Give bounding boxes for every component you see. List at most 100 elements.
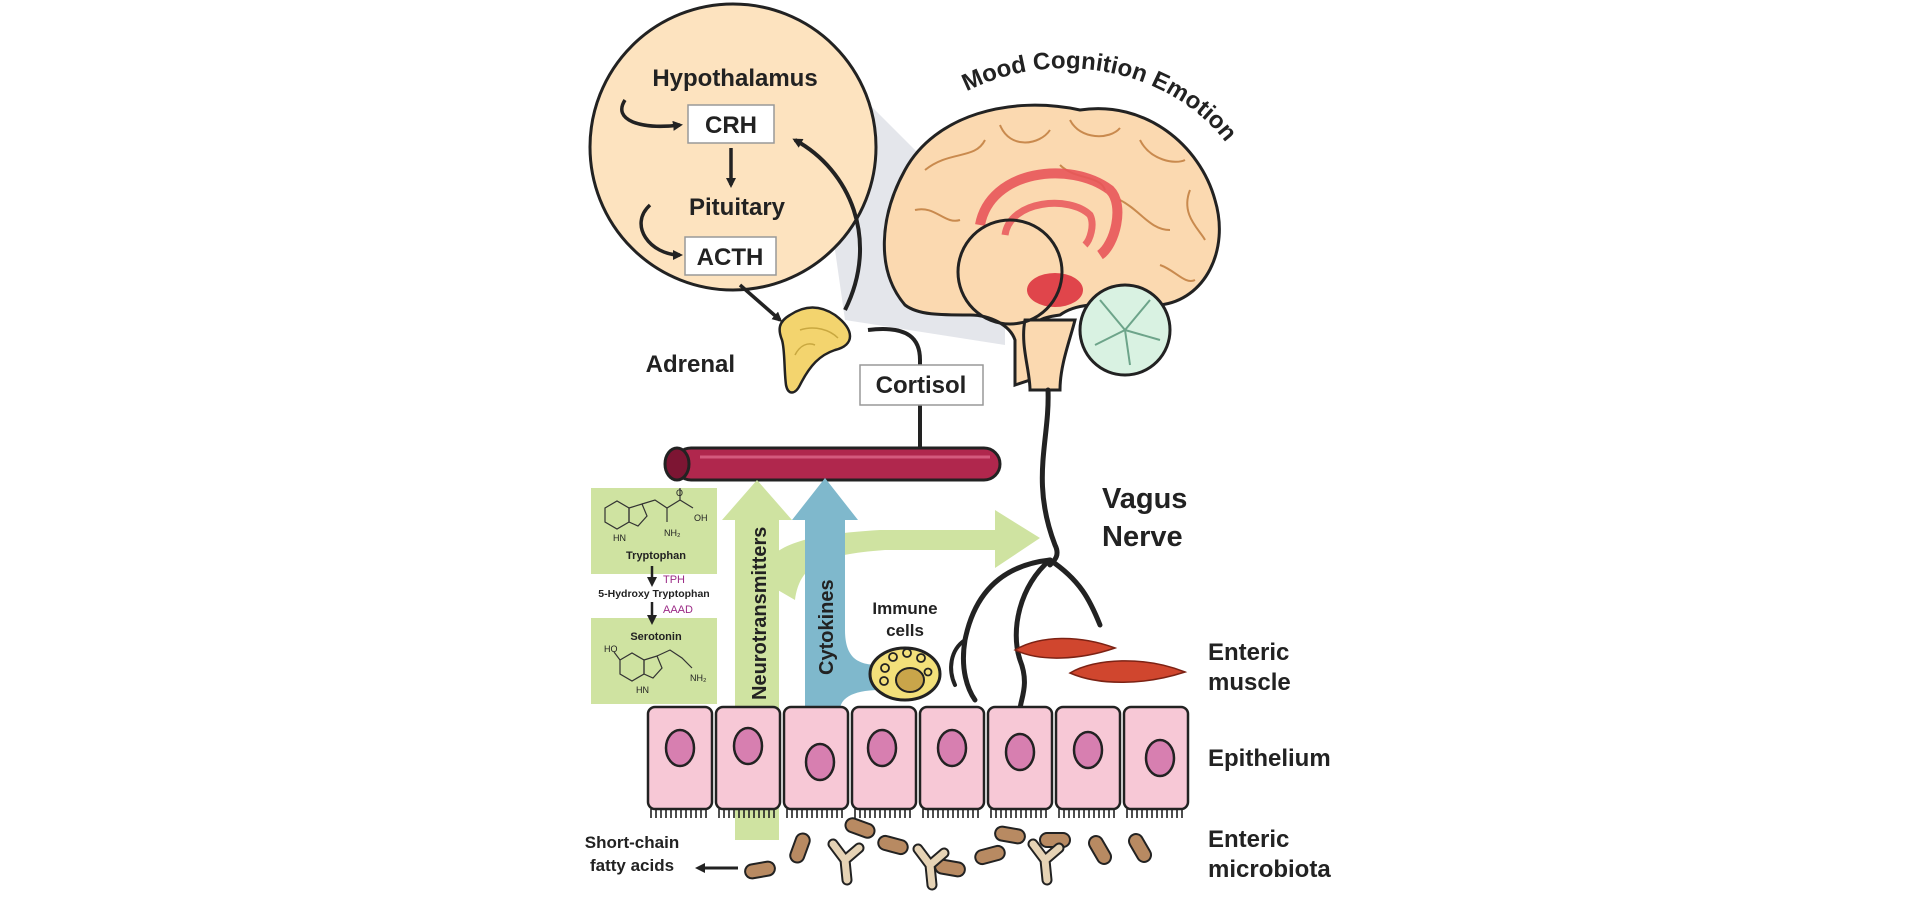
- atom-hn-serotonin: HN: [636, 685, 649, 695]
- cell-nucleus: [1144, 738, 1176, 778]
- cortisol-box: [859, 364, 984, 406]
- epithelial-cell: [782, 705, 850, 818]
- microbe-rod: [844, 817, 876, 839]
- cell-nucleus: [1004, 732, 1036, 772]
- atom-nh2-serotonin: NH₂: [690, 673, 707, 683]
- epithelial-cell: [986, 705, 1054, 818]
- vagus-label-line2: Nerve: [1102, 521, 1183, 553]
- microvilli: [922, 809, 979, 818]
- brain-cortex: [882, 103, 1221, 388]
- microbe-rod: [1128, 833, 1152, 863]
- hpa-circle: [588, 2, 878, 292]
- cell-nucleus: [664, 728, 696, 768]
- immune-label-line2: cells: [886, 621, 924, 640]
- microbe-rod: [994, 825, 1026, 845]
- enteric-muscle: [1013, 637, 1188, 683]
- cortisol-arrow: [867, 327, 925, 465]
- serotonin-panel: [591, 618, 717, 704]
- immune-label-line1: Immune: [872, 599, 937, 618]
- cell-nucleus: [866, 728, 898, 768]
- atom-nh2: NH₂: [664, 528, 681, 538]
- epithelial-cell: [714, 705, 782, 818]
- brainstem: [1022, 318, 1077, 392]
- microbiota-label-line2: microbiota: [1208, 856, 1331, 883]
- feedback-arrow: [792, 138, 862, 311]
- amygdala: [1027, 273, 1083, 307]
- microbiota-label-line1: Enteric: [1208, 826, 1289, 853]
- microvilli: [1126, 809, 1183, 818]
- enteric-muscle-label-line1: Enteric: [1208, 639, 1289, 666]
- atom-oh: OH: [694, 513, 708, 523]
- microbe-y-shaped: [1029, 840, 1063, 884]
- cerebellum-folia: [1094, 299, 1161, 366]
- microvilli: [1058, 809, 1115, 818]
- tryptophan-label: Tryptophan: [626, 550, 686, 562]
- cytokines-arrow: [792, 478, 880, 710]
- green-arrow-to-vagus: [757, 510, 1040, 600]
- limbic-arc-outer: [975, 168, 1123, 260]
- tph-label: TPH: [663, 574, 685, 586]
- tryptophan-structure: [604, 488, 694, 530]
- adrenal-label: Adrenal: [646, 351, 735, 378]
- epithelial-cell: [850, 705, 918, 818]
- brain-gyri: [914, 119, 1206, 282]
- epithelial-cell: [1054, 705, 1122, 818]
- serotonin-label: Serotonin: [630, 631, 682, 643]
- microvilli: [990, 809, 1047, 818]
- hypothalamus-label: Hypothalamus: [652, 65, 817, 92]
- atom-hn: HN: [613, 533, 626, 543]
- aaad-label: AAAD: [663, 604, 693, 616]
- cortisol-label: Cortisol: [876, 372, 967, 399]
- atom-ho: HO: [604, 644, 618, 654]
- epithelial-cell: [918, 705, 986, 818]
- cell-nucleus: [732, 726, 764, 766]
- hydroxy-tryptophan-label: 5-Hydroxy Tryptophan: [598, 588, 709, 600]
- microvilli: [854, 809, 911, 818]
- microbe-rod: [1088, 835, 1112, 865]
- pituitary-label: Pituitary: [689, 194, 786, 221]
- cell-nucleus: [804, 742, 836, 782]
- scfa-label-line1: Short-chain: [585, 833, 679, 852]
- epithelial-cell: [646, 705, 714, 818]
- microvilli: [718, 809, 775, 818]
- enteric-microbiota: [744, 817, 1152, 891]
- vagus-nerve: [949, 387, 1103, 713]
- cell-nucleus: [1072, 730, 1104, 770]
- epithelium-label: Epithelium: [1208, 745, 1331, 772]
- microbe-rod: [974, 844, 1006, 866]
- microvilli: [786, 809, 843, 818]
- pituitary-curl-arrow: [639, 203, 683, 260]
- tryptophan-panel: [591, 488, 717, 574]
- microbe-rod: [744, 860, 776, 880]
- microbe-y-shaped: [829, 840, 863, 884]
- hpa-axis: Hypothalamus CRH Pituitary ACTH: [588, 2, 878, 322]
- cytokines-label: Cytokines: [816, 579, 838, 675]
- blood-vessel: [663, 446, 1002, 482]
- acth-to-adrenal-arrow: [738, 283, 783, 322]
- serotonin-structure: [613, 649, 693, 682]
- enteric-muscle-label-line2: muscle: [1208, 669, 1291, 696]
- scfa-label-line2: fatty acids: [590, 856, 674, 875]
- epithelial-cell: [1122, 705, 1190, 818]
- acth-label: ACTH: [697, 244, 764, 271]
- crh-label: CRH: [705, 112, 757, 139]
- vagus-label-line1: Vagus: [1102, 483, 1187, 515]
- hypothalamus-curl-arrow: [620, 99, 683, 131]
- neurotransmitters-label: Neurotransmitters: [749, 527, 771, 700]
- epithelium: [646, 705, 1190, 818]
- microbe-rod: [877, 834, 909, 856]
- acth-box: [684, 236, 777, 276]
- limbic-arc-inner: [1001, 199, 1096, 248]
- microbe-rod: [789, 832, 811, 864]
- microbe-y-shaped: [914, 845, 948, 889]
- microvilli: [650, 809, 707, 818]
- crh-box: [687, 104, 775, 144]
- brain: [882, 103, 1221, 392]
- immune-cell: [868, 646, 942, 702]
- zoom-circle: [956, 218, 1064, 326]
- atom-o: O: [676, 488, 683, 498]
- cell-nucleus: [936, 728, 968, 768]
- adrenal-gland: [778, 306, 852, 394]
- serotonin-pathway: O OH NH₂ HN Tryptophan TPH 5-Hydroxy Try…: [591, 488, 717, 704]
